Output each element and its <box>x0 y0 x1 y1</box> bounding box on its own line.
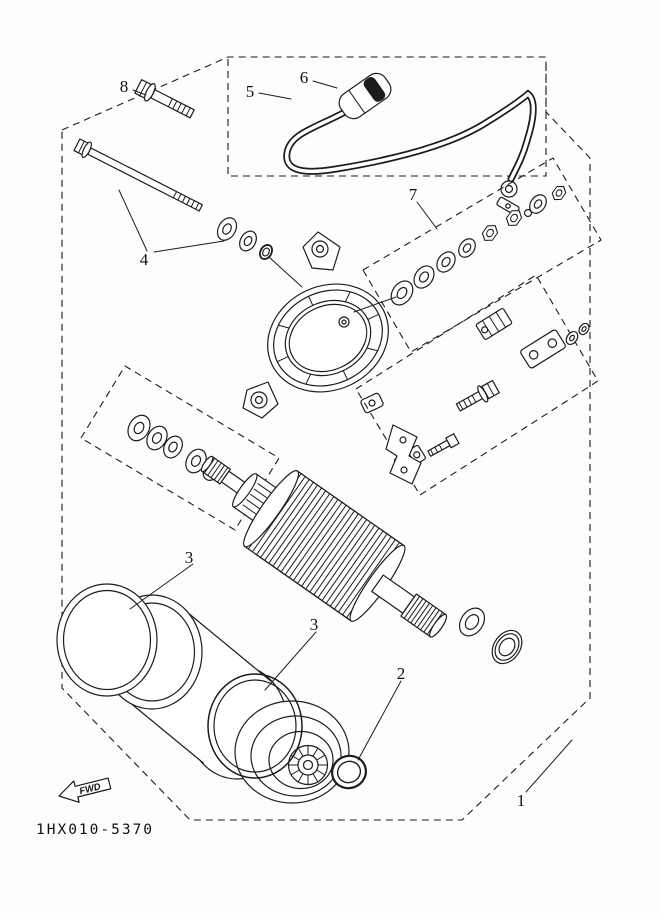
front-bracket <box>242 231 389 419</box>
mount-hardware-set <box>390 185 567 306</box>
lower-boss <box>360 392 384 414</box>
brush-spring-clip <box>475 308 513 340</box>
terminal-bolt <box>455 379 500 412</box>
leader-lines <box>118 80 573 793</box>
brush-screw <box>427 433 460 457</box>
terminal-plate <box>520 329 566 369</box>
part-label-6: 6 <box>300 68 309 87</box>
bolt-washers <box>216 217 273 260</box>
end-cap <box>234 700 350 804</box>
cable-subassembly-box <box>227 59 547 177</box>
fwd-arrow: FWD <box>58 777 112 803</box>
rear-oring <box>207 673 303 779</box>
part-label-3b: 3 <box>310 615 319 634</box>
terminal-boot <box>338 72 392 120</box>
part-label-3a: 3 <box>185 548 194 567</box>
shaft-washers <box>458 607 523 665</box>
armature <box>200 455 448 638</box>
cable-wire <box>283 89 537 183</box>
part-label-8: 8 <box>120 77 129 96</box>
brush-hardware-box <box>355 274 599 496</box>
catalog-code: 1HX010-5370 <box>36 822 154 838</box>
fwd-label: FWD <box>78 781 102 797</box>
part-label-5: 5 <box>246 82 255 101</box>
flange-bolt <box>134 79 195 119</box>
diagram-border <box>61 56 591 821</box>
small-oring <box>331 754 367 790</box>
front-oring <box>56 583 158 697</box>
starter-cable-assembly <box>283 72 537 218</box>
mount-hardware-box <box>362 157 602 353</box>
part-label-2: 2 <box>397 664 406 683</box>
part-label-4: 4 <box>140 250 149 269</box>
brush-plate-hardware <box>385 308 590 485</box>
brush-holder-bracket <box>385 424 422 485</box>
through-bolt <box>73 138 203 212</box>
part-label-1: 1 <box>517 791 526 810</box>
clamp-screw <box>523 208 533 218</box>
part-label-7: 7 <box>409 185 418 204</box>
